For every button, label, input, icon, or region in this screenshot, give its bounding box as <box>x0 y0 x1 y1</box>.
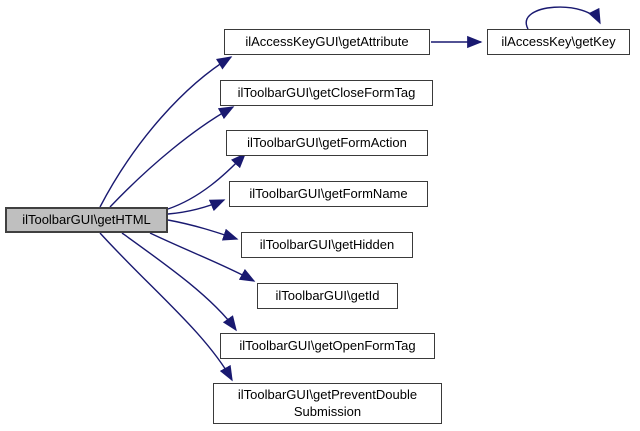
node-getPreventDoubleSubmission[interactable]: ilToolbarGUI\getPreventDouble Submission <box>213 383 442 424</box>
node-getKey[interactable]: ilAccessKey\getKey <box>487 29 630 55</box>
edge-getHTML-to-getAttribute <box>99 56 233 208</box>
edge-getKey-to-getKey <box>525 6 601 30</box>
node-getCloseFormTag[interactable]: ilToolbarGUI\getCloseFormTag <box>220 80 433 106</box>
node-getOpenFormTag[interactable]: ilToolbarGUI\getOpenFormTag <box>220 333 435 359</box>
node-getAttribute[interactable]: ilAccessKeyGUI\getAttribute <box>224 29 430 55</box>
edge-getHTML-to-getOpenFormTag <box>121 232 237 332</box>
node-getId[interactable]: ilToolbarGUI\getId <box>257 283 398 309</box>
node-getHidden[interactable]: ilToolbarGUI\getHidden <box>241 232 413 258</box>
edge-getHTML-to-getFormName <box>167 199 226 215</box>
edge-getHTML-to-getCloseFormTag <box>109 106 235 208</box>
node-getHTML[interactable]: ilToolbarGUI\getHTML <box>5 207 168 233</box>
edge-getHTML-to-getPreventDoubleSubmission <box>99 232 233 382</box>
edge-getHTML-to-getHidden <box>167 219 239 241</box>
node-getFormAction[interactable]: ilToolbarGUI\getFormAction <box>226 130 428 156</box>
edge-getHTML-to-getId <box>149 232 256 282</box>
node-getFormName[interactable]: ilToolbarGUI\getFormName <box>229 181 428 207</box>
